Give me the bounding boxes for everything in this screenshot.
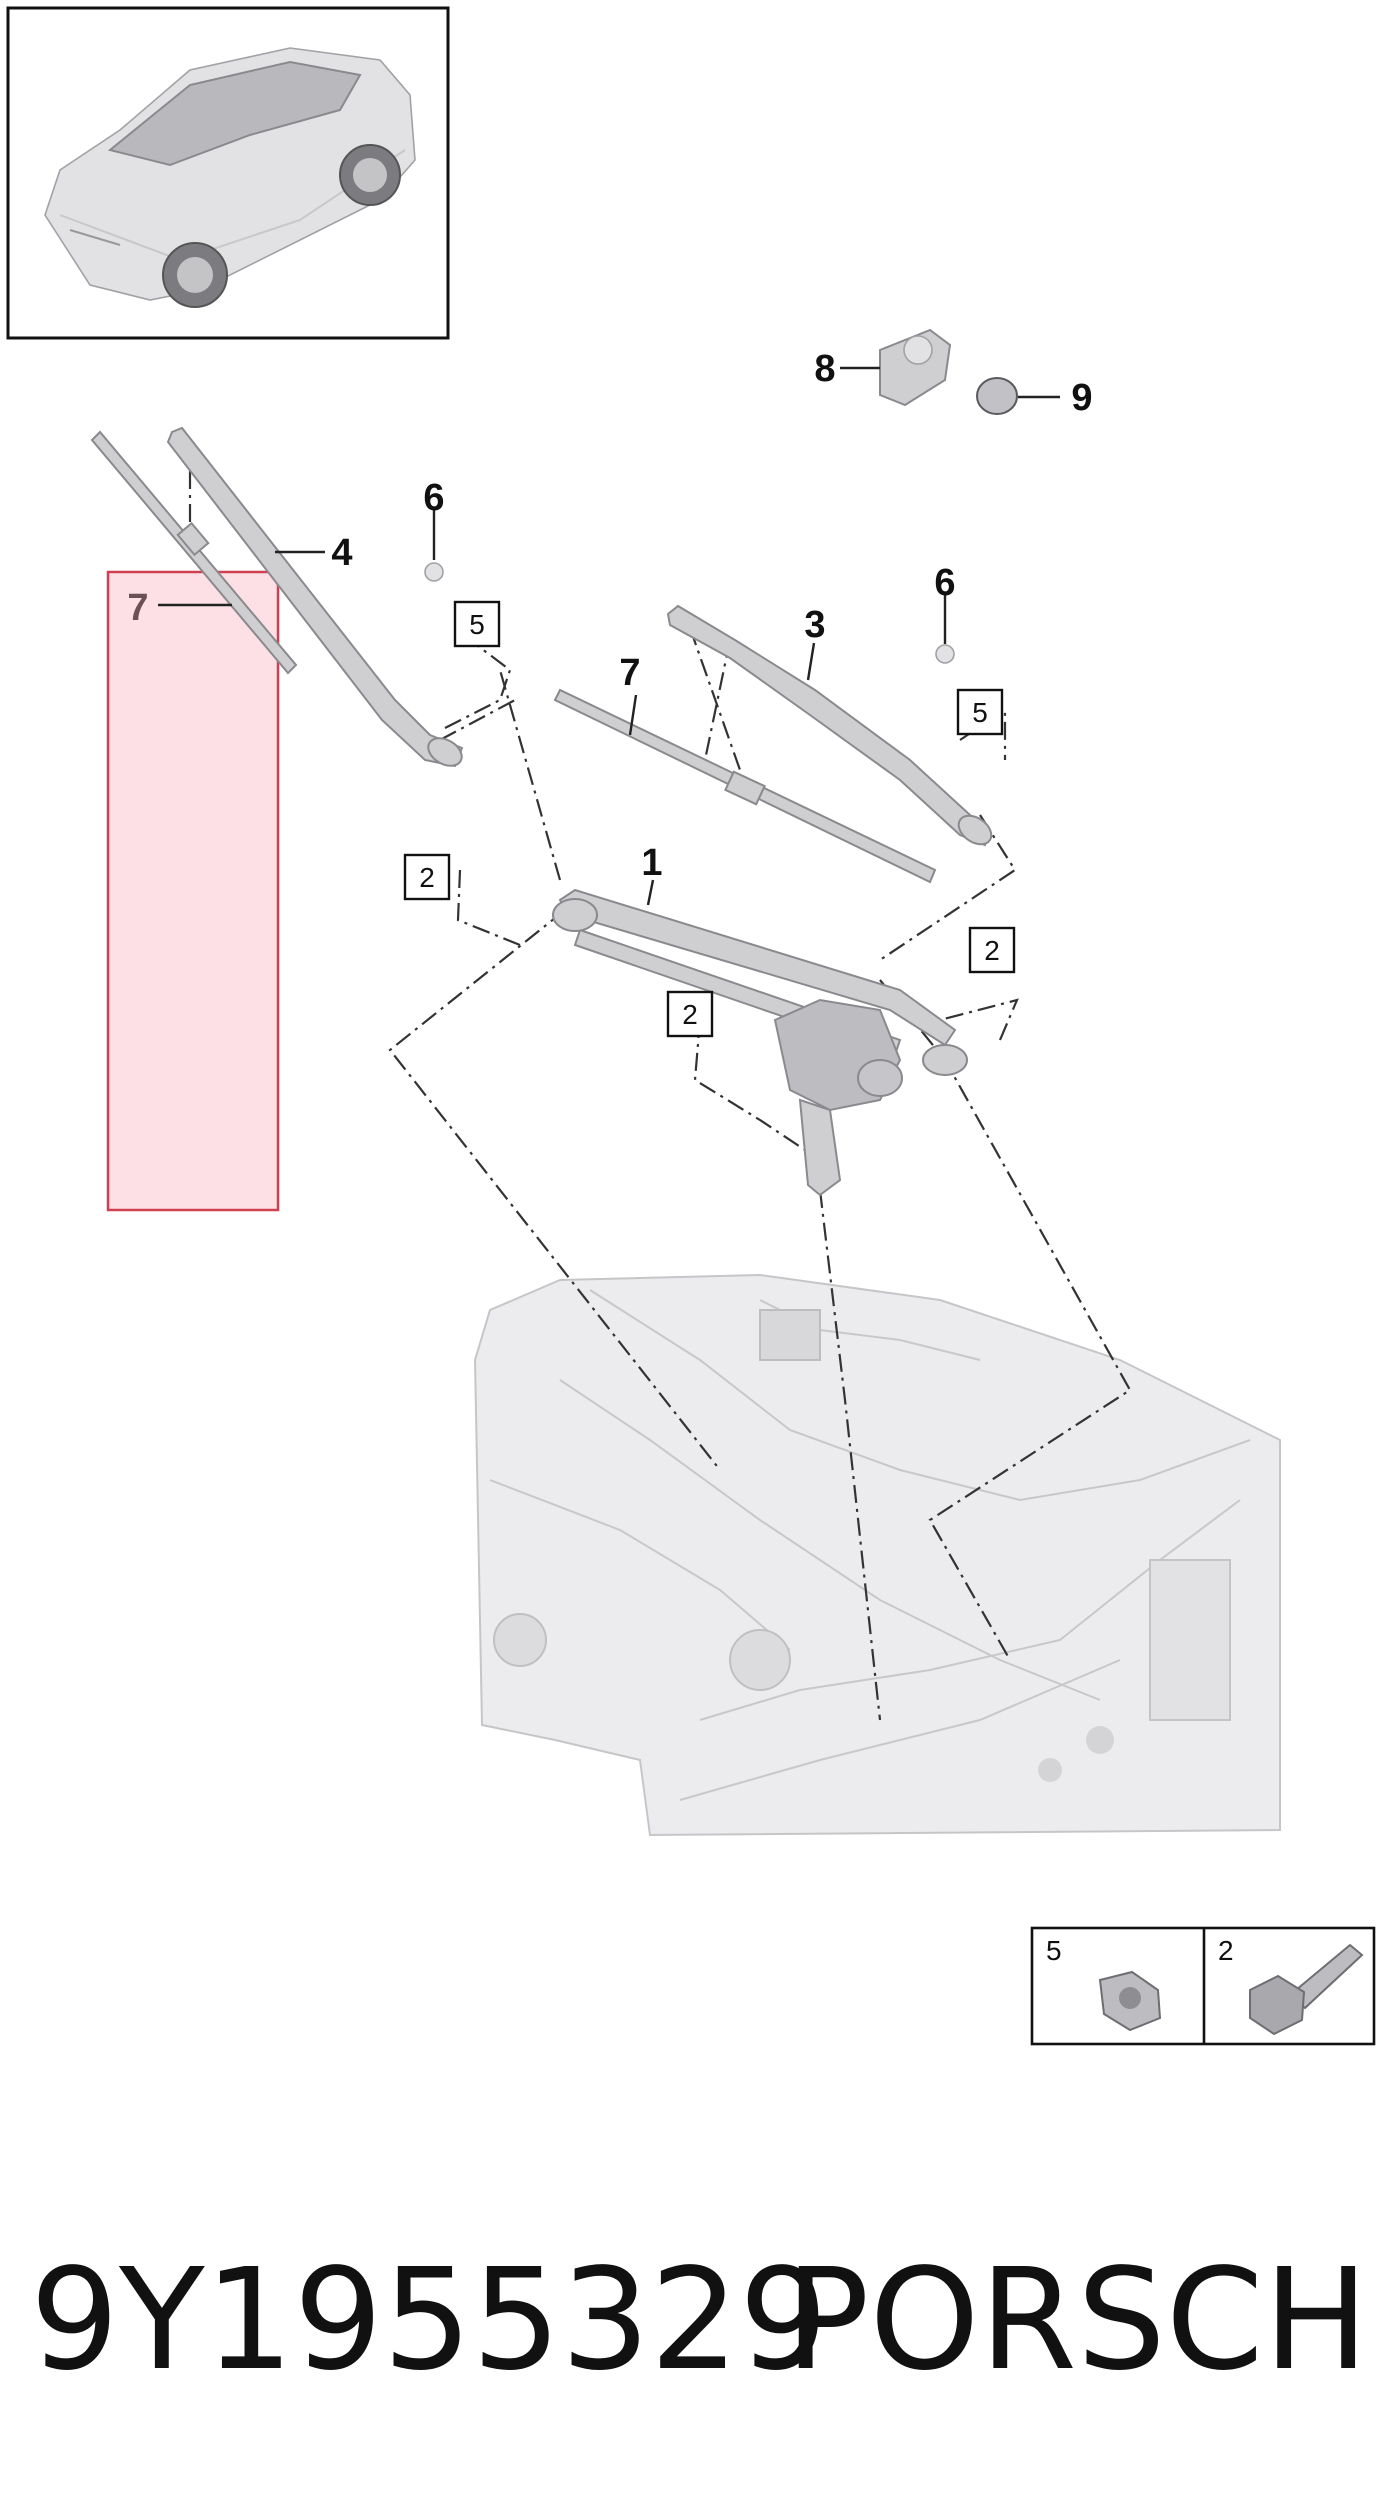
svg-text:2: 2	[984, 935, 1000, 966]
wiper-linkage-assembly[interactable]	[552, 888, 968, 1197]
fastener-legend: 5 2	[1030, 1926, 1376, 2046]
part-number: 9Y1955329	[30, 2239, 828, 2402]
callout-7: 7	[619, 652, 640, 694]
leader-lines	[158, 366, 1060, 906]
svg-text:5: 5	[469, 609, 485, 640]
hex-nut-icon	[1098, 1970, 1162, 2032]
rain-sensor[interactable]	[879, 328, 952, 407]
vehicle-thumbnail[interactable]	[6, 6, 450, 340]
wiper-blade-right[interactable]	[553, 688, 937, 884]
car-icon	[44, 47, 416, 308]
highlight-box	[106, 570, 280, 1212]
svg-text:2: 2	[682, 999, 698, 1030]
wiper-arm-left[interactable]	[166, 426, 467, 771]
assembly-lines	[188, 438, 1132, 1721]
svg-text:2: 2	[419, 862, 435, 893]
sensor-cover[interactable]	[976, 377, 1018, 415]
boxed-label-2-right: 2	[968, 926, 1016, 974]
callout-6-left: 6	[423, 477, 444, 519]
cap-right[interactable]	[935, 644, 955, 664]
callout-1: 1	[641, 842, 662, 884]
callout-7-highlighted: 7	[127, 587, 148, 629]
boxed-label-5-right: 5	[956, 688, 1004, 736]
legend-label-2: 2	[1218, 1935, 1234, 1966]
boxed-label-5-left: 5	[453, 600, 501, 648]
wiper-blade-left[interactable]	[90, 430, 298, 675]
callout-8: 8	[814, 348, 835, 390]
callout-6-right: 6	[934, 562, 955, 604]
boxed-label-2-left: 2	[403, 853, 451, 901]
boxed-label-2-center: 2	[666, 990, 714, 1038]
legend-label-5: 5	[1046, 1935, 1062, 1966]
callout-3: 3	[804, 604, 825, 646]
vehicle-body-structure	[473, 1273, 1281, 1837]
wiper-arm-right[interactable]	[666, 604, 997, 850]
brand-name: PORSCHE	[785, 2239, 1379, 2402]
svg-text:5: 5	[972, 697, 988, 728]
cap-left[interactable]	[424, 562, 444, 582]
hex-bolt-icon	[1249, 1943, 1364, 2036]
callout-9: 9	[1071, 377, 1092, 419]
callout-4: 4	[331, 532, 352, 574]
